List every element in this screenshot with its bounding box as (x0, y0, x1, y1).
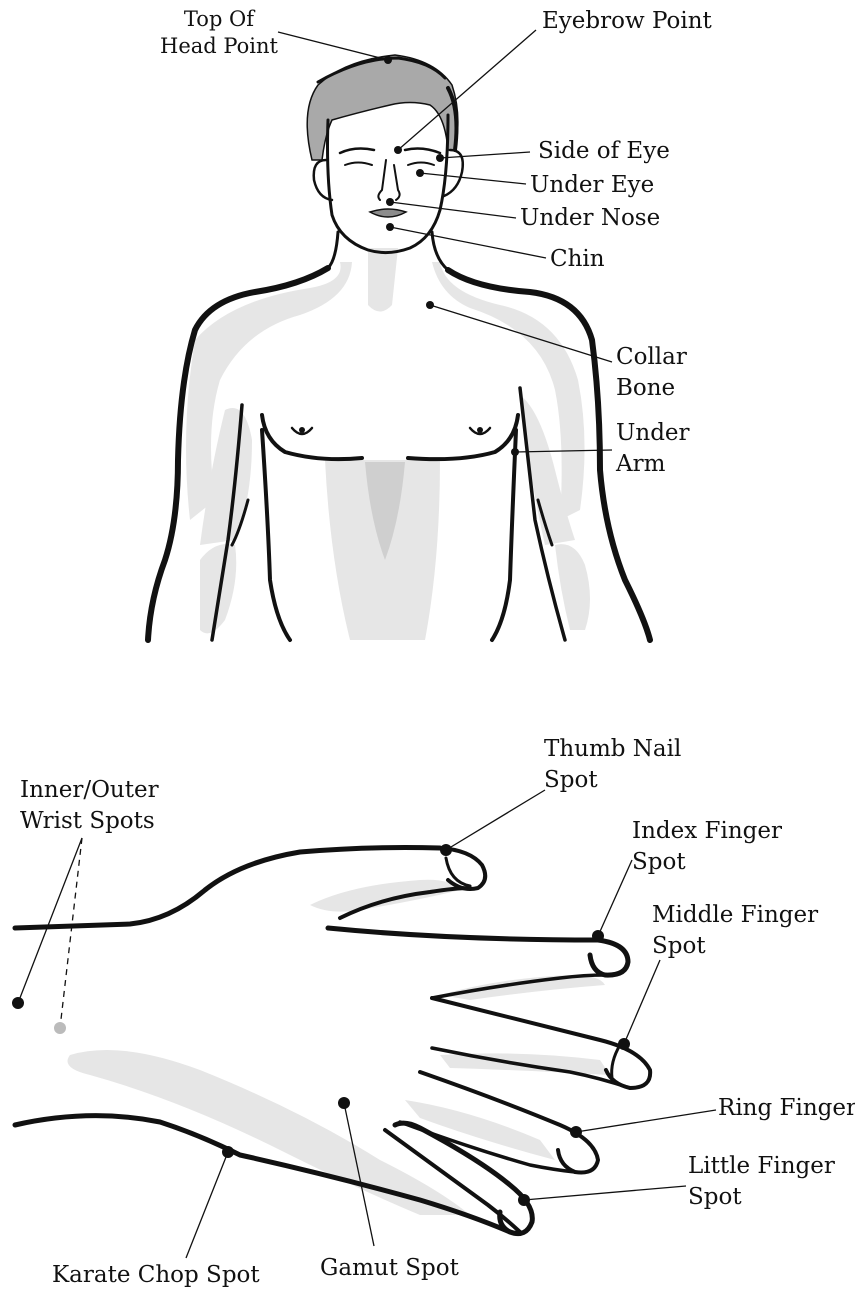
label-under-nose: Under Nose (520, 203, 660, 234)
label-wrist: Inner/Outer Wrist Spots (20, 775, 159, 837)
top-of-head-dot (384, 56, 392, 64)
side-of-eye-dot (436, 154, 444, 162)
label-collar-bone: Collar Bone (616, 342, 687, 404)
left-pec (262, 415, 362, 459)
thumb-nail-dot (440, 844, 452, 856)
label-top-of-head: Top Of Head Point (160, 6, 278, 60)
middle-nail (612, 1045, 620, 1078)
label-index-finger: Index Finger Spot (632, 816, 782, 878)
ring-finger-dot (570, 1126, 582, 1138)
left-eye (345, 163, 372, 166)
label-gamut: Gamut Spot (320, 1253, 459, 1284)
inner-wrist-dot (54, 1022, 66, 1034)
middle-finger-dot (618, 1038, 630, 1050)
index-top (328, 928, 628, 975)
label-chin: Chin (550, 244, 605, 275)
left-brow (340, 149, 374, 153)
under-arm-dot (511, 448, 519, 456)
right-torso-side (492, 430, 516, 640)
right-pec (408, 415, 518, 459)
label-thumb-nail: Thumb Nail Spot (544, 734, 681, 796)
right-eye (408, 163, 434, 166)
label-side-of-eye: Side of Eye (538, 136, 670, 167)
eyebrow-dot (394, 146, 402, 154)
label-under-eye: Under Eye (530, 170, 654, 201)
left-torso-side (262, 430, 290, 640)
middle-top (432, 998, 650, 1088)
index-shade (440, 975, 605, 1000)
karate-chop-dot (222, 1146, 234, 1158)
label-middle-finger: Middle Finger Spot (652, 900, 818, 962)
right-brow (405, 149, 440, 153)
label-karate-chop: Karate Chop Spot (52, 1260, 260, 1291)
neck-shade (368, 248, 398, 312)
under-eye-dot (416, 169, 424, 177)
neck-left (328, 232, 338, 268)
chin-dot (386, 223, 394, 231)
label-eyebrow: Eyebrow Point (542, 6, 712, 37)
collar-bone-dot (426, 301, 434, 309)
under-nose-dot (386, 198, 394, 206)
palm-shade (68, 1050, 471, 1215)
nose (378, 160, 399, 200)
label-ring-finger: Ring Finger (718, 1093, 855, 1124)
right-nipple-dot (477, 427, 483, 433)
little-finger-dot (518, 1194, 530, 1206)
hand-figure (15, 848, 650, 1234)
thumb-shade (310, 880, 460, 912)
gamut-dot (338, 1097, 350, 1109)
label-under-arm: Under Arm (616, 418, 690, 480)
left-nipple-dot (299, 427, 305, 433)
index-finger-dot (592, 930, 604, 942)
label-little-finger: Little Finger Spot (688, 1151, 835, 1213)
head-outline (328, 115, 449, 253)
lips (370, 209, 406, 217)
left-arm-shade (200, 544, 236, 633)
outer-wrist-dot (12, 997, 24, 1009)
